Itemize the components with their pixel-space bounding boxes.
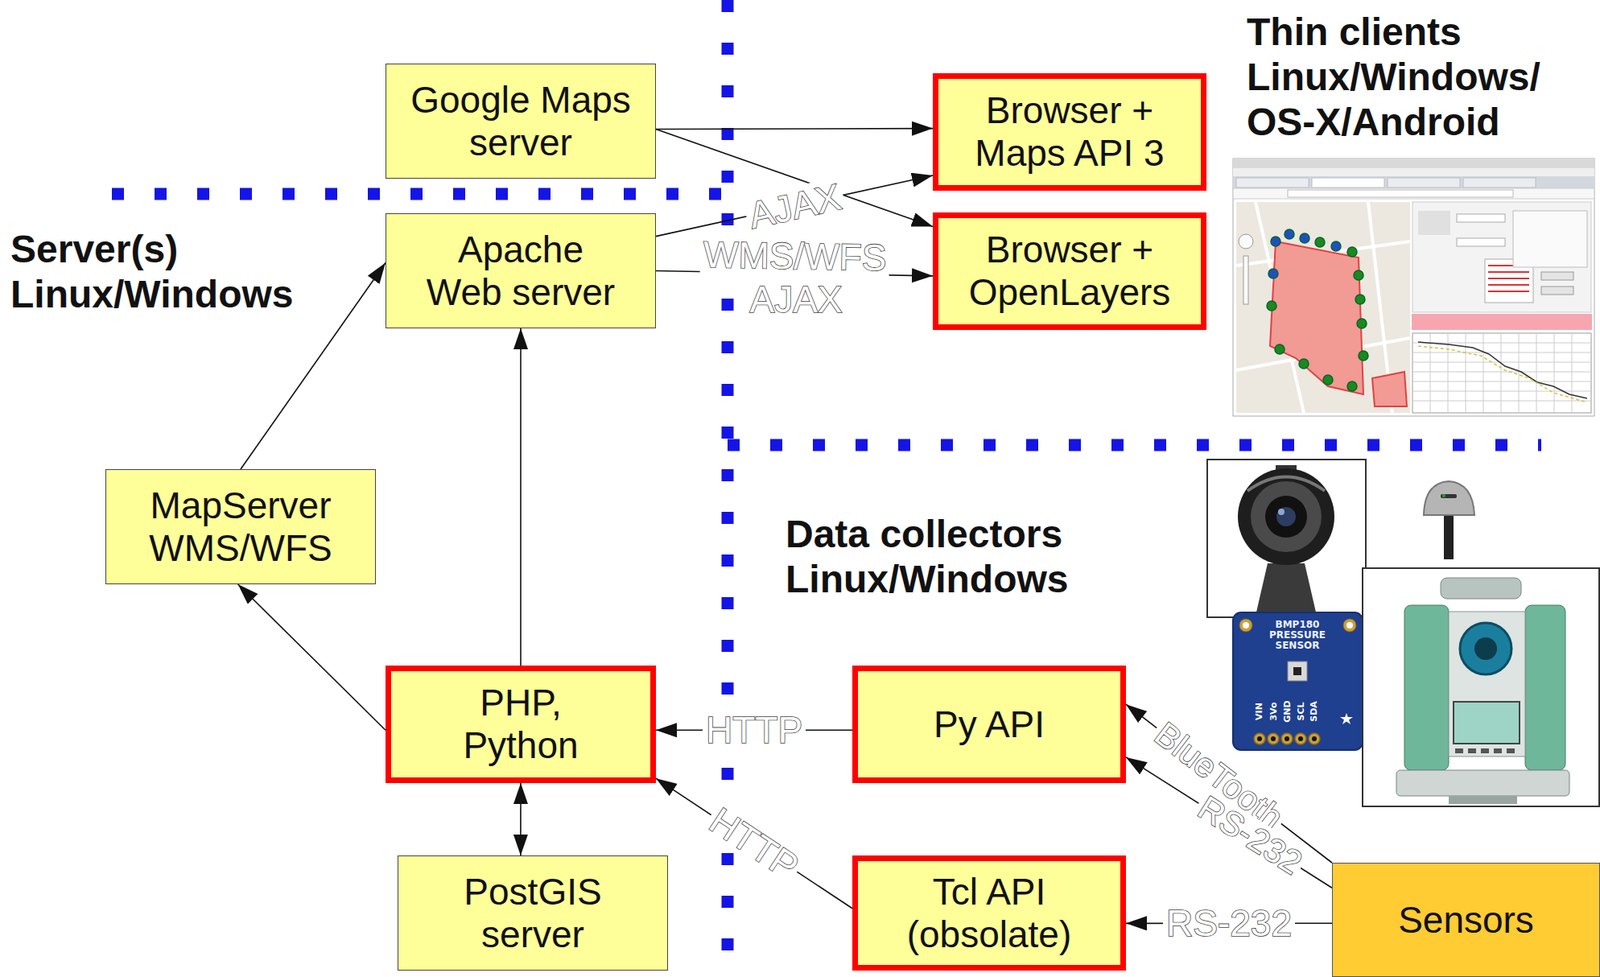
word: Thin: [1246, 10, 1328, 54]
connector-label: HTTP: [702, 710, 806, 750]
word: BMP180: [1275, 618, 1320, 631]
word: PHP,: [479, 681, 561, 724]
process-box: Apache Web server: [385, 213, 656, 329]
box-text: Apache Web server: [420, 228, 622, 314]
pin-name: GND: [1282, 700, 1292, 722]
word: WMS/WFS: [702, 233, 887, 279]
word: +: [1131, 228, 1154, 271]
connector-arrow: [655, 127, 933, 130]
box-text: PHP, Python: [440, 681, 602, 768]
word: Tcl: [932, 870, 978, 913]
connector-arrow: [655, 175, 933, 237]
connector-arrow: [655, 778, 853, 909]
word: RS-232: [1166, 902, 1292, 945]
connector-label: AJAX: [746, 280, 846, 319]
word: Maps: [974, 131, 1065, 174]
process-box: MapServer WMS/WFS: [105, 469, 376, 585]
box-text: MapServer WMS/WFS: [115, 484, 366, 570]
word: Browser: [985, 89, 1122, 132]
box-text: Tcl API (obsolate): [867, 870, 1111, 957]
word: server: [511, 271, 615, 314]
pin-name: 3Vo: [1268, 701, 1279, 721]
word: WMS/WFS: [148, 527, 332, 570]
box-text: Browser + OpenLayers: [948, 228, 1192, 314]
board-print: BMP180 PRESSURE SENSOR: [1260, 619, 1335, 652]
word: Py: [933, 703, 978, 746]
process-box: PostGIS server: [397, 855, 669, 971]
word: Browser: [985, 228, 1122, 271]
word: +: [1131, 89, 1154, 132]
word: OS-X/Android: [1246, 100, 1501, 144]
word: Sensors: [1397, 898, 1535, 941]
connector-arrow: [238, 584, 386, 730]
word: VIN: [1253, 702, 1265, 721]
highlighted-box: Tcl API (obsolate): [852, 855, 1126, 971]
gps-antenna-picture: [1423, 481, 1475, 560]
word: GND: [1281, 700, 1292, 722]
word: Google: [410, 78, 530, 121]
box-text: Google Maps server: [395, 78, 646, 165]
word: Data: [785, 512, 870, 556]
box-text: Py API: [867, 703, 1111, 747]
word: Python: [462, 724, 578, 767]
highlighted-box: Browser + Maps API 3: [932, 73, 1207, 191]
word: 3Vo: [1267, 701, 1279, 721]
region-label: Data collectors Linux/Windows: [785, 511, 1108, 603]
word: PRESSURE: [1269, 629, 1326, 641]
word: collectors: [879, 512, 1063, 556]
word: MapServer: [150, 484, 332, 527]
word: SENSOR: [1275, 639, 1320, 652]
process-box: Sensors: [1331, 862, 1600, 977]
word: 3: [1143, 131, 1165, 174]
pin-name: SDA: [1309, 701, 1320, 722]
connector-label: AJAX: [742, 176, 847, 236]
connector-label: WMS/WFS: [699, 234, 890, 277]
highlighted-box: Browser + OpenLayers: [932, 212, 1207, 330]
word: server: [469, 121, 573, 164]
box-text: Sensors: [1342, 898, 1590, 942]
region-label: Server(s) Linux/Windows: [10, 226, 333, 318]
total-station-picture: [1362, 568, 1600, 807]
screenshot-thumbnail: [1232, 158, 1595, 417]
connector-label: HTTP: [700, 799, 808, 889]
box-text: PostGIS server: [444, 870, 622, 957]
connector-arrow: [519, 783, 522, 856]
word: (obsolate): [907, 913, 1073, 956]
region-label: Thin clients Linux/Windows/ OS-X/Android: [1246, 9, 1589, 145]
pin-name: VIN: [1254, 702, 1265, 721]
word: PostGIS: [463, 870, 602, 913]
word: Web: [426, 271, 503, 314]
word: Linux/Windows/: [1246, 55, 1541, 99]
word: server: [481, 913, 585, 956]
highlighted-box: PHP, Python: [385, 665, 656, 784]
word: HTTP: [702, 799, 807, 888]
word: Linux/Windows: [10, 272, 294, 316]
pin-name: SCL: [1295, 701, 1306, 721]
word: HTTP: [705, 709, 803, 751]
word: AJAX: [744, 175, 845, 236]
word: API: [985, 703, 1045, 746]
word: SCL: [1294, 701, 1306, 721]
word: AJAX: [750, 278, 843, 321]
word: SDA: [1308, 701, 1320, 722]
word: OpenLayers: [969, 271, 1172, 314]
word: API: [1073, 131, 1134, 174]
word: Apache: [457, 228, 584, 271]
process-box: Google Maps server: [385, 63, 656, 179]
pressure-sensor-board: [1232, 612, 1363, 751]
connector-label: RS-232: [1162, 903, 1295, 943]
word: Linux/Windows: [785, 557, 1069, 601]
region-divider: [111, 0, 1542, 977]
connector-arrow: [519, 328, 522, 666]
word: API: [985, 870, 1046, 913]
highlighted-box: Py API: [852, 665, 1126, 784]
box-text: Browser + Maps API 3: [948, 89, 1192, 175]
webcam-picture: [1207, 459, 1366, 618]
word: Server(s): [10, 227, 178, 271]
word: clients: [1339, 10, 1462, 54]
word: Maps: [540, 78, 631, 121]
